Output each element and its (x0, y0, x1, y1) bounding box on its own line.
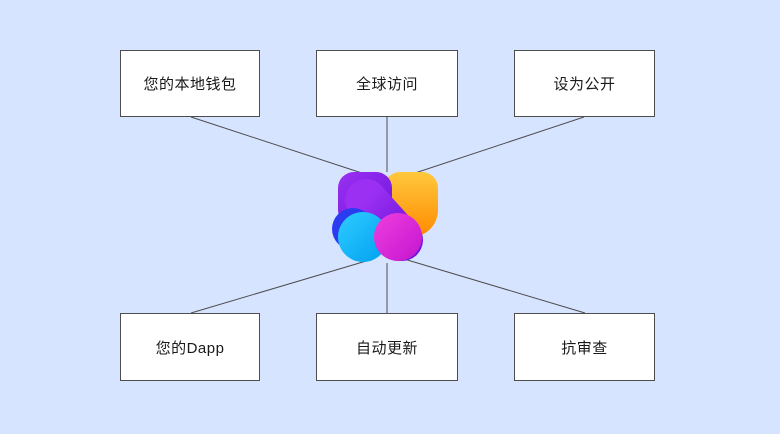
node-local-wallet-label: 您的本地钱包 (143, 76, 237, 93)
node-censorship-resistant-label: 抗审查 (561, 339, 608, 357)
connector-line-top-left (190, 116, 375, 178)
connector-lines (190, 116, 586, 314)
node-auto-update-label: 自动更新 (355, 339, 418, 357)
connector-line-top-right (402, 116, 585, 178)
node-global-access-label: 全球访问 (355, 76, 418, 93)
node-set-public: 设为公开 (514, 50, 655, 117)
logo-cyan-circle (338, 212, 388, 262)
node-censorship-resistant: 抗审查 (514, 313, 655, 381)
connector-line-bottom-left (190, 258, 374, 314)
node-local-wallet: 您的本地钱包 (120, 50, 260, 117)
node-global-access: 全球访问 (316, 50, 458, 117)
agregore-logo (332, 172, 438, 262)
node-your-dapp-label: 您的Dapp (155, 339, 225, 357)
node-your-dapp: 您的Dapp (120, 313, 260, 381)
node-set-public-label: 设为公开 (553, 76, 616, 93)
node-auto-update: 自动更新 (316, 313, 458, 381)
connector-line-bottom-right (403, 258, 586, 314)
logo-magenta-circle (374, 213, 422, 261)
